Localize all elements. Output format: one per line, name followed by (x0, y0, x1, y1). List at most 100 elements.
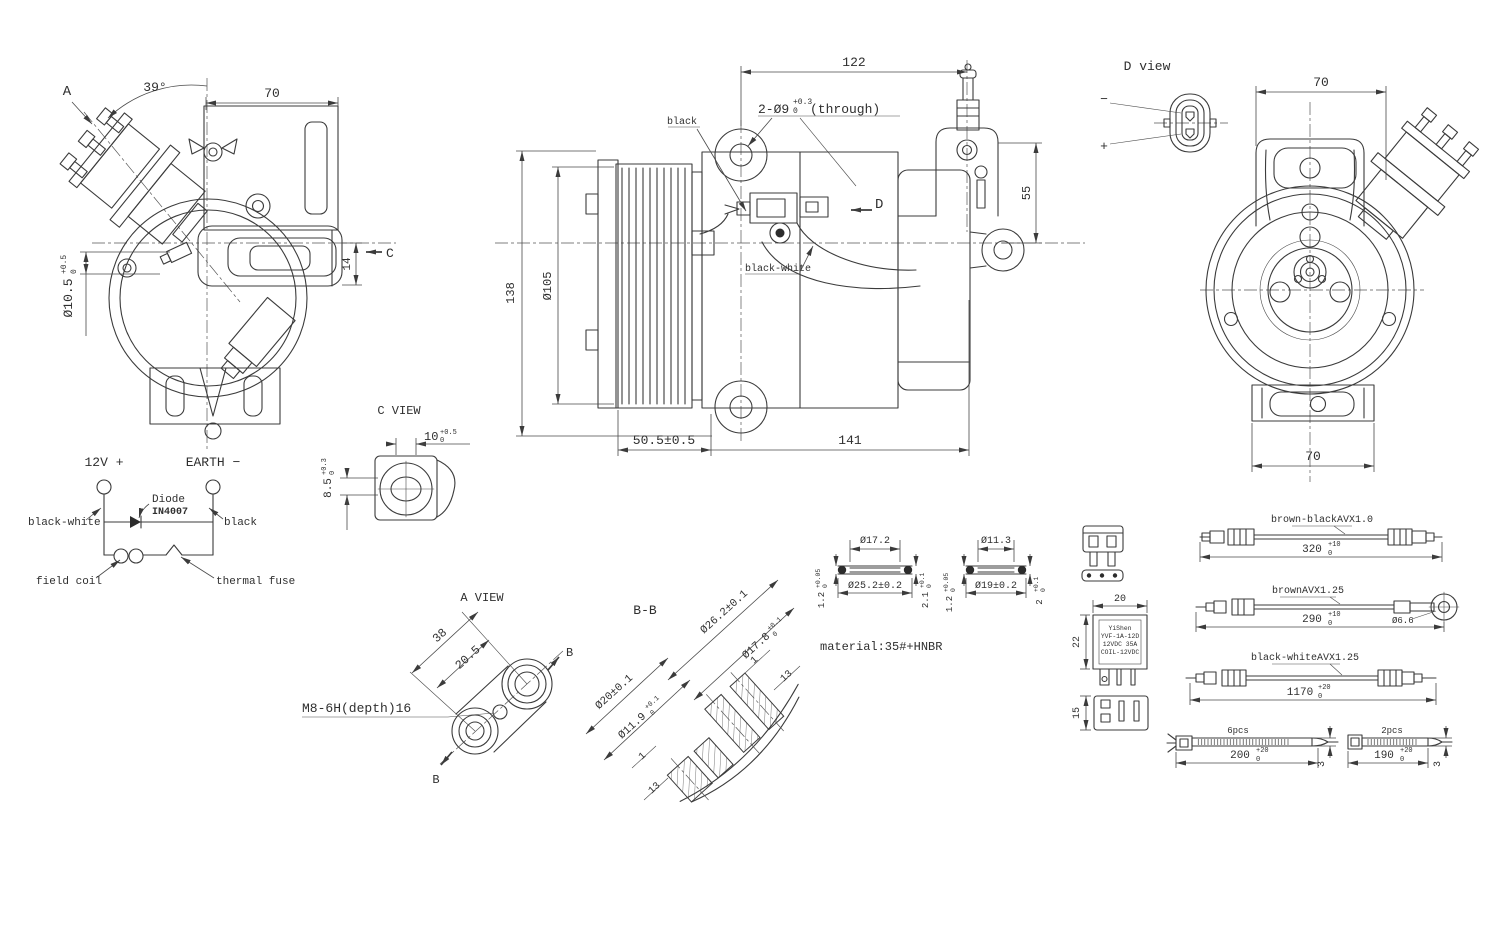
thermal-fuse-label: thermal fuse (216, 576, 295, 588)
wire-2-art (1195, 591, 1460, 623)
bb-bore-tol-up: +0.1 (766, 616, 784, 633)
tie-1-height-dim: 3 (1317, 761, 1328, 767)
relay-base (1093, 695, 1149, 731)
section-b-bottom-label: B (432, 773, 439, 787)
wire-3-tol-dn: 0 (1318, 693, 1322, 701)
bb-depth-1a: 1 (749, 655, 761, 667)
diode-symbol (130, 516, 141, 528)
bb-bore2-tol-dn: 0 (649, 709, 657, 718)
rear-top-width-dim: 70 (1313, 75, 1329, 90)
g2-bead-value: 2 (1035, 599, 1045, 604)
holes-note: (through) (810, 102, 880, 117)
tie-1-length: 200 (1230, 750, 1250, 762)
diode-label: Diode (152, 494, 185, 506)
mounting-feet (149, 367, 281, 440)
wire-black-callout: black (667, 116, 697, 128)
c-view-width-dim: 10 +0.5 0 (424, 429, 457, 445)
holes-value: 2-Ø9 (758, 102, 789, 117)
d-view-title: D view (1124, 59, 1171, 74)
clutch-connector (699, 192, 921, 290)
wire-left-label: black-white (28, 517, 101, 529)
length-dim: 122 (842, 55, 865, 70)
blade-fuse (1081, 525, 1124, 582)
top-bracket (1255, 138, 1365, 227)
g2-thk-value: 1.2 (945, 596, 955, 612)
wire-black-white-callout: black-white (745, 263, 811, 275)
tie-1-tol-dn: 0 (1256, 756, 1260, 764)
tie-1-tol-up: +20 (1256, 747, 1269, 755)
bb-section-cut (666, 672, 800, 803)
compressor-housing (701, 151, 971, 409)
clutch-width-dim: 50.5±0.5 (633, 433, 695, 448)
section-b-top-label: B (566, 646, 573, 660)
view-c-label: C (386, 246, 394, 261)
side-width-dim: 70 (264, 86, 280, 101)
g2-thk-tol-dn: 0 (950, 588, 957, 592)
relay: 20 YiShen YVF-1A-12D 12VDC 35A COIL-12VD… (1072, 594, 1149, 731)
a-view: A VIEW B B 38 20.5 M8-6H(depth)16 (302, 591, 573, 787)
c-height-tol-up: +0.3 (321, 458, 329, 475)
pulley-dia-dim: Ø105 (541, 272, 555, 301)
holes-callout: 2-Ø9 +0.3 0 (through) (747, 98, 900, 187)
bb-bore-tol-dn: 0 (772, 630, 780, 639)
supply-terminal (96, 479, 112, 495)
wire-2-length: 290 (1302, 614, 1322, 626)
front-view: black black-white 2-Ø9 +0.3 0 (through) … (495, 55, 1085, 456)
g1-bead-dim: 2.1 +0.1 0 (919, 572, 933, 608)
wire-right-label: black (224, 517, 257, 529)
g1-thk-value: 1.2 (817, 592, 827, 608)
tie-2-tol-dn: 0 (1400, 756, 1404, 764)
g2-id-dim: Ø11.3 (981, 535, 1011, 547)
thermal-fuse-symbol (165, 544, 183, 556)
g2-thk-tol-up: +0.05 (943, 573, 950, 592)
g2-thickness-dim: 1.2 +0.05 0 (943, 573, 957, 612)
diode-part-number: IN4007 (152, 507, 188, 518)
wire-1: brown-blackAVX1.0 320 +10 0 (1199, 514, 1443, 562)
cylinder (197, 225, 343, 287)
c-view-height-dim: 8.5 +0.3 0 (321, 458, 337, 498)
g2-bead-dim: 2 +0.1 0 (1033, 576, 1047, 604)
g2-bead-tol-dn: 0 (1040, 588, 1047, 592)
bore-dim-value: Ø10.5 (61, 278, 76, 317)
cable-tie-1: 6pcs 200 +20 0 3 (1166, 726, 1339, 768)
tie-2-qty: 2pcs (1381, 726, 1403, 736)
g1-bead-tol-up: +0.1 (919, 572, 926, 588)
gasket-1: Ø17.2 Ø25.2±0.2 1.2 +0.05 0 2.1 +0.1 0 (815, 535, 933, 608)
bb-od-dim: Ø26.2±0.1 (699, 588, 751, 637)
d-view: D view − + (1100, 59, 1228, 154)
tie-2-height-dim: 3 (1433, 761, 1444, 767)
holes-tol-up: +0.3 (793, 98, 812, 107)
compressor-body-circle (108, 198, 308, 398)
pulley (585, 159, 715, 409)
bottom-bracket (1251, 384, 1375, 422)
valve-height-dim: 55 (1020, 186, 1034, 200)
bore-dim-tol-up: +0.5 (60, 255, 69, 274)
relay-height-dim: 22 (1072, 636, 1083, 648)
wire-3-art (1185, 669, 1437, 687)
c-width-tol-dn: 0 (440, 437, 444, 445)
wire-2-tol-dn: 0 (1328, 620, 1332, 628)
wire-1-tol-dn: 0 (1328, 550, 1332, 558)
wire-1-label: brown-blackAVX1.0 (1271, 514, 1373, 526)
rear-solenoid-assembly (1355, 107, 1480, 240)
g1-thk-tol-dn: 0 (822, 584, 829, 588)
g1-od-dim: Ø25.2±0.2 (848, 580, 902, 592)
relay-base-dim: 15 (1072, 707, 1083, 719)
g2-od-dim: Ø19±0.2 (975, 580, 1017, 592)
wire-2-tol-up: +10 (1328, 611, 1341, 619)
wire-3-label: black-whiteAVX1.25 (1251, 652, 1359, 664)
c-width-value: 10 (424, 430, 438, 444)
side-view: 70 39° A 14 C Ø10.5 +0.5 0 (59, 78, 396, 450)
bb-bore-value: Ø17.8 (740, 631, 773, 662)
g1-bead-tol-dn: 0 (926, 584, 933, 588)
view-d-label: D (875, 197, 883, 213)
a-view-title: A VIEW (460, 591, 504, 605)
wire-2-ring-dim: Ø6.6 (1392, 616, 1414, 626)
thread-note: M8-6H(depth)16 (302, 701, 411, 716)
tie-1-qty: 6pcs (1227, 726, 1249, 736)
wire-3: black-whiteAVX1.25 1170 +20 0 (1185, 652, 1437, 705)
c-view: C VIEW 10 +0.5 0 8.5 +0.3 0 (321, 404, 470, 530)
rear-view: 70 70 (1200, 75, 1480, 482)
